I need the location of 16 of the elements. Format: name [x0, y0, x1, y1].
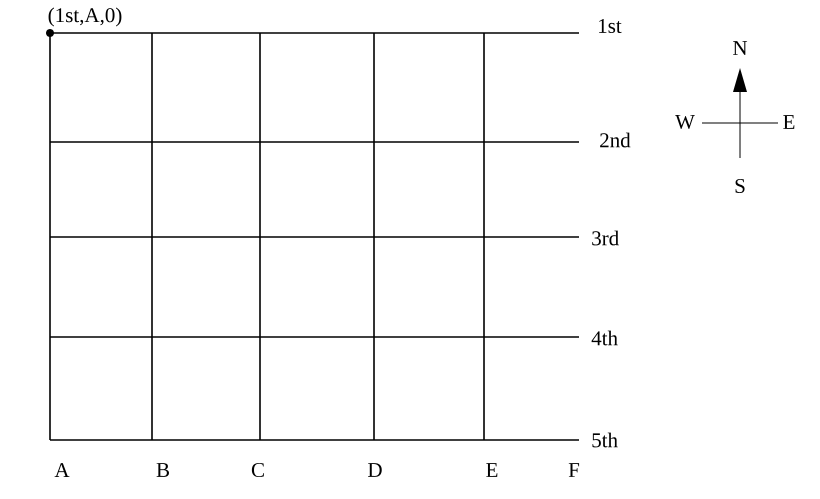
compass-label: E — [783, 115, 794, 129]
street-label: 4th — [592, 330, 618, 346]
street-label: E — [486, 463, 498, 477]
street-label: F — [568, 463, 580, 477]
compass-label: N — [733, 41, 748, 55]
point-label: (1st,A,0) — [48, 7, 122, 27]
street-label: 5th — [592, 432, 618, 448]
street-label: D — [368, 463, 382, 477]
compass-label: S — [736, 178, 745, 194]
compass-label: W — [675, 114, 695, 130]
street-label: 3rd — [592, 230, 619, 246]
street-label: B — [156, 463, 169, 477]
street-label: 1st — [599, 18, 622, 34]
street-label: C — [252, 462, 264, 478]
street-label: 2nd — [600, 132, 630, 148]
street-label: A — [54, 463, 70, 477]
